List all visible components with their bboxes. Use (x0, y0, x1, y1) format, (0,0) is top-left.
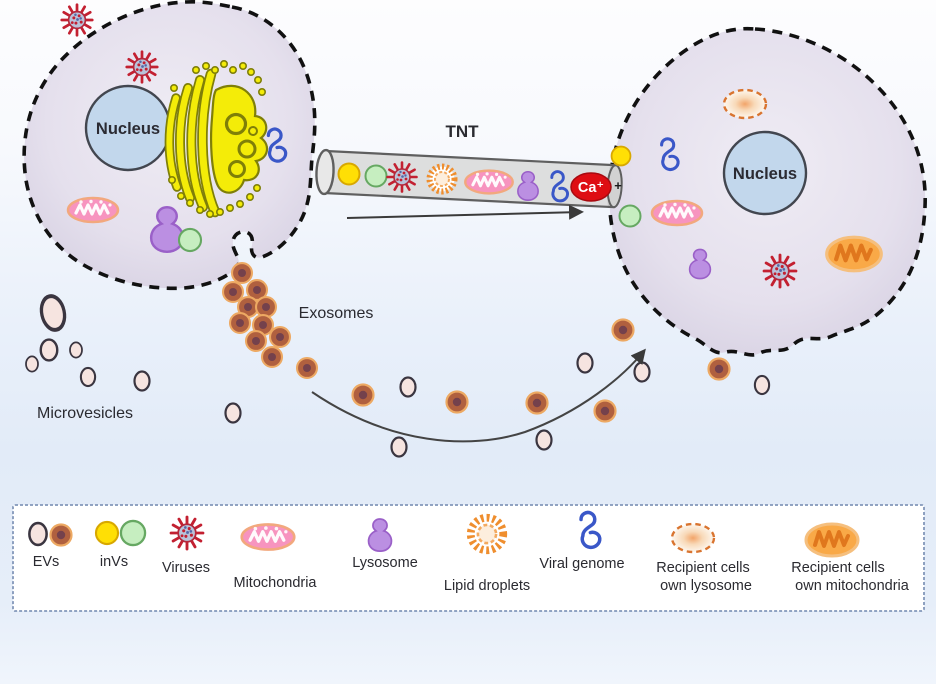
mitochondria-icon (463, 169, 515, 195)
calcium-icon: Ca⁺ (570, 172, 612, 202)
microvesicle-icon (399, 376, 417, 398)
exosome-icon (445, 390, 469, 414)
legend: EVs inVs Viruses Mitochondria Lysosome L… (12, 504, 925, 612)
recipient-lysosome-icon (670, 522, 716, 554)
recipient-lysosome-icon (722, 88, 768, 120)
donor-nucleus: Nucleus (84, 84, 172, 172)
exosome-icon (295, 356, 319, 380)
mitochondria-icon (240, 522, 296, 552)
exosome-icon (228, 311, 252, 335)
green-vesicle-icon (364, 164, 388, 188)
exosome-icon (254, 295, 278, 319)
legend-label-recipient-lysosome-1: Recipient cells (656, 560, 750, 576)
exosome-icon (260, 345, 284, 369)
recipient-mitochondria-icon (827, 237, 882, 271)
legend-label-recipient-lysosome-2: own lysosome (660, 578, 752, 594)
mitochondria-icon (650, 199, 704, 227)
calcium-label: Ca⁺ (578, 180, 604, 196)
green-vesicle-icon (618, 204, 642, 228)
recipient-nucleus-label: Nucleus (733, 165, 797, 183)
microvesicles-label: Microvesicles (37, 405, 133, 422)
microvesicle-icon (753, 374, 771, 396)
legend-label-recipient-mitochondria-2: own mitochondria (795, 578, 910, 594)
legend-label-mitochondria: Mitochondria (233, 575, 317, 591)
donor-nucleus-label: Nucleus (96, 120, 160, 138)
microvesicle-icon (39, 338, 59, 362)
tnt-direction-arrow (346, 204, 584, 220)
lipid-droplet-icon (471, 518, 504, 551)
exosome-icon (707, 357, 731, 381)
exosome-icon (351, 383, 375, 407)
calcium-plus-label: + (614, 178, 622, 193)
legend-label-recipient-mitochondria-1: Recipient cells (791, 560, 885, 576)
golgi-apparatus-icon (164, 59, 269, 219)
mitochondria-icon (66, 196, 120, 224)
microvesicle-icon (69, 341, 83, 359)
microvesicle-icon (633, 361, 651, 383)
recipient-nucleus: Nucleus (722, 130, 808, 216)
tnt-label: TNT (445, 122, 479, 141)
microvesicle-icon (133, 370, 151, 392)
microvesicle-icon (224, 402, 242, 424)
microvesicle-icon (79, 366, 97, 388)
microvesicle-icon (576, 352, 594, 374)
yellow-vesicle-icon (337, 162, 361, 186)
exosome-icon (611, 318, 635, 342)
exosome-icon (221, 280, 245, 304)
legend-label-lipid-droplets: Lipid droplets (444, 578, 530, 594)
yellow-vesicle-icon (610, 145, 632, 167)
exosomes-label: Exosomes (299, 305, 374, 322)
exosome-icon (268, 325, 292, 349)
microvesicle-icon (535, 429, 553, 451)
legend-label-evs: EVs (33, 554, 60, 570)
legend-label-viruses: Viruses (162, 560, 210, 576)
legend-label-invs: inVs (100, 554, 128, 570)
green-vesicle-icon (177, 227, 203, 253)
microvesicle-icon (390, 436, 408, 458)
exosome-icon (593, 399, 617, 423)
vesicle-transfer-arrow (311, 348, 646, 443)
microvesicle-icon (36, 291, 70, 335)
virus-icon (60, 3, 94, 37)
exosome-icon (230, 261, 254, 285)
microvesicle-icon (25, 355, 39, 373)
exosome-icon (525, 391, 549, 415)
lipid-droplet-icon (430, 167, 455, 192)
legend-label-lysosome: Lysosome (352, 555, 418, 571)
recipient-mitochondria-icon (804, 522, 860, 558)
legend-label-viral-genome: Viral genome (539, 556, 624, 572)
exosome-icon (244, 329, 268, 353)
